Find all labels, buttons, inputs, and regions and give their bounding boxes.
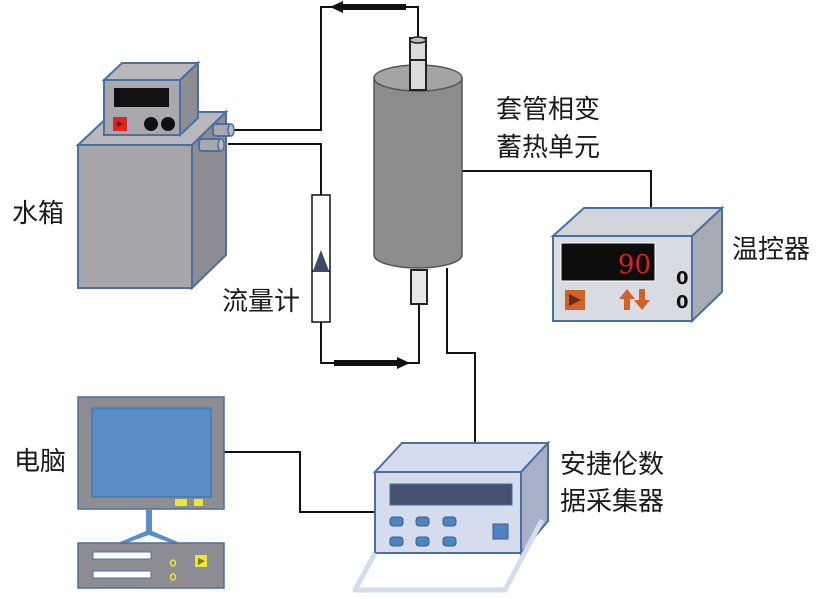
temp-controller[interactable]: 90 0 0 <box>550 205 725 324</box>
connections <box>224 6 652 513</box>
controller-display-value: 90 <box>618 250 651 280</box>
controller-indicator-2: 0 <box>676 292 689 313</box>
label-unit-line1: 套管相变 <box>496 95 600 125</box>
label-computer: 电脑 <box>14 447 66 477</box>
monitor[interactable] <box>77 396 225 510</box>
logger-keypad[interactable] <box>389 516 457 547</box>
flow-arrow-top <box>330 1 406 13</box>
tank-knob-1[interactable] <box>144 117 158 131</box>
logger-power-button[interactable] <box>492 523 509 540</box>
logger-display <box>389 483 513 506</box>
power-button[interactable] <box>195 555 207 567</box>
data-logger[interactable] <box>352 440 551 593</box>
drive-bay-2 <box>92 570 152 579</box>
play-icon[interactable] <box>565 290 585 310</box>
flowmeter-to-unit-pipe <box>320 304 420 364</box>
drive-bay-1 <box>92 551 152 560</box>
label-unit-line2: 蓄热单元 <box>496 133 600 163</box>
heat-storage-unit[interactable] <box>373 36 463 305</box>
label-logger-line1: 安捷伦数 <box>560 450 664 480</box>
tank-display <box>114 88 169 107</box>
unit-to-controller-wire <box>462 170 652 208</box>
tank-knob-2[interactable] <box>161 117 175 131</box>
label-temp-controller: 温控器 <box>732 235 810 265</box>
computer[interactable] <box>77 396 225 589</box>
monitor-stand <box>120 509 178 544</box>
tank-outlet-lower <box>198 138 225 152</box>
monitor-button-1[interactable] <box>175 499 187 506</box>
supply-pipe <box>228 143 322 196</box>
monitor-button-2[interactable] <box>194 499 203 506</box>
label-flowmeter: 流量计 <box>222 287 300 317</box>
unit-outlet-tube <box>410 269 428 305</box>
pc-case[interactable] <box>77 542 225 589</box>
label-water-tank: 水箱 <box>12 199 64 229</box>
up-down-arrows-icon[interactable] <box>619 289 650 310</box>
controller-indicator-1: 0 <box>676 268 689 289</box>
monitor-screen <box>91 407 212 498</box>
computer-to-logger-wire <box>224 451 377 513</box>
logger-stand <box>352 518 545 593</box>
controller-display <box>560 242 656 282</box>
flowmeter-float <box>313 250 329 271</box>
return-pipe <box>232 6 419 131</box>
flowmeter[interactable] <box>311 194 331 323</box>
label-logger-line2: 据采集器 <box>560 487 664 517</box>
water-tank[interactable] <box>75 60 235 291</box>
flow-arrow-bottom <box>334 357 410 369</box>
tank-outlet-upper <box>212 123 235 137</box>
unit-to-logger-wire <box>446 268 476 443</box>
